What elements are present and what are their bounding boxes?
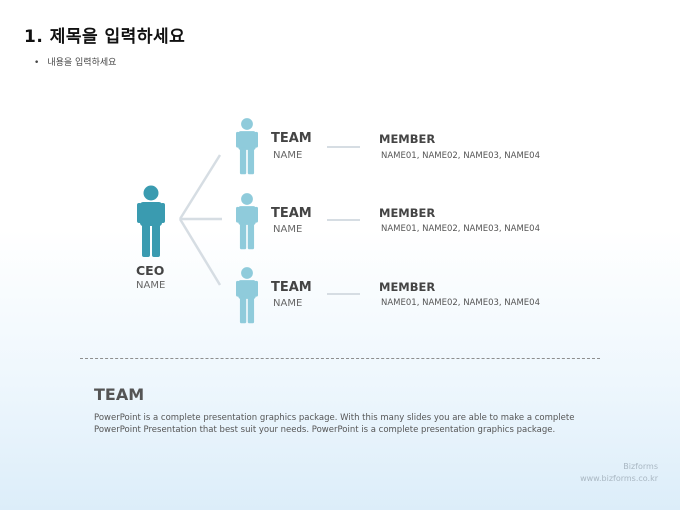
brand-name: Bizforms <box>623 462 658 471</box>
info-title: TEAM <box>94 385 145 404</box>
team-title: TEAM <box>271 280 312 295</box>
info-body: PowerPoint is a complete presentation gr… <box>94 413 575 435</box>
ceo-title: CEO <box>136 263 165 278</box>
branch-line-bottom <box>178 218 222 286</box>
team-person-icon <box>236 193 258 250</box>
team-member-connector <box>327 219 360 221</box>
team-member-connector <box>327 293 360 295</box>
member-names: NAME01, NAME02, NAME03, NAME04 <box>381 298 540 308</box>
dashed-divider <box>80 358 600 359</box>
page-title: 1. 제목을 입력하세요 <box>24 27 186 47</box>
team-person-icon <box>236 267 258 324</box>
team-name: NAME <box>273 298 303 309</box>
member-title: MEMBER <box>379 132 436 146</box>
team-title: TEAM <box>271 206 312 221</box>
bullet-dot: • <box>34 58 40 68</box>
ceo-person-icon <box>137 185 165 257</box>
team-name: NAME <box>273 150 303 161</box>
member-names: NAME01, NAME02, NAME03, NAME04 <box>381 224 540 234</box>
branch-line-top <box>178 154 222 220</box>
team-person-icon <box>236 118 258 175</box>
team-title: TEAM <box>271 131 312 146</box>
brand-url: www.bizforms.co.kr <box>580 474 658 483</box>
team-name: NAME <box>273 224 303 235</box>
ceo-name: NAME <box>136 280 166 291</box>
member-names: NAME01, NAME02, NAME03, NAME04 <box>381 151 540 161</box>
brand-block: Bizforms www.bizforms.co.kr <box>580 461 658 485</box>
bullet-label: 내용을 입력하세요 <box>47 58 117 68</box>
bullet-text: • 내용을 입력하세요 <box>34 55 116 68</box>
member-title: MEMBER <box>379 206 436 220</box>
team-member-connector <box>327 146 360 148</box>
member-title: MEMBER <box>379 280 436 294</box>
